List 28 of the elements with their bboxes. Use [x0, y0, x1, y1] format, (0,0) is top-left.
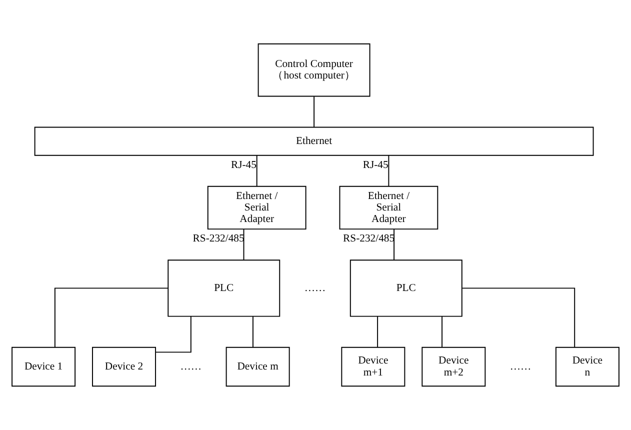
- edge-label: RJ-45: [231, 160, 256, 171]
- connector: [394, 228, 395, 260]
- edge-label: RJ-45: [362, 160, 388, 171]
- node-box: Device 1: [12, 346, 76, 387]
- connector: [54, 288, 169, 348]
- edge-label: RS-232/485: [192, 233, 244, 244]
- connector: [243, 228, 244, 260]
- connector: [388, 154, 390, 187]
- connector: [314, 96, 315, 128]
- label: ……: [304, 282, 326, 294]
- label: ……: [180, 361, 202, 372]
- node-box: Ethernet / Serial Adapter: [339, 186, 438, 230]
- node-box: Device m+2: [422, 346, 486, 387]
- connector: [256, 154, 258, 187]
- node-box: Device n: [555, 346, 620, 387]
- node-box: PLC: [168, 260, 280, 317]
- node-box: Ethernet: [34, 126, 594, 156]
- connector: [462, 288, 576, 348]
- node-box: Ethernet / Serial Adapter: [207, 186, 306, 230]
- node-box: Device 2: [92, 346, 156, 387]
- connector: [252, 316, 254, 348]
- connector: [155, 316, 192, 353]
- node-box: Device m+1: [341, 346, 406, 387]
- node-box: Control Computer （host computer）: [258, 43, 370, 97]
- label: ……: [510, 361, 532, 372]
- node-box: PLC: [350, 260, 462, 317]
- node-box: Device m: [226, 346, 290, 387]
- connector: [377, 316, 378, 348]
